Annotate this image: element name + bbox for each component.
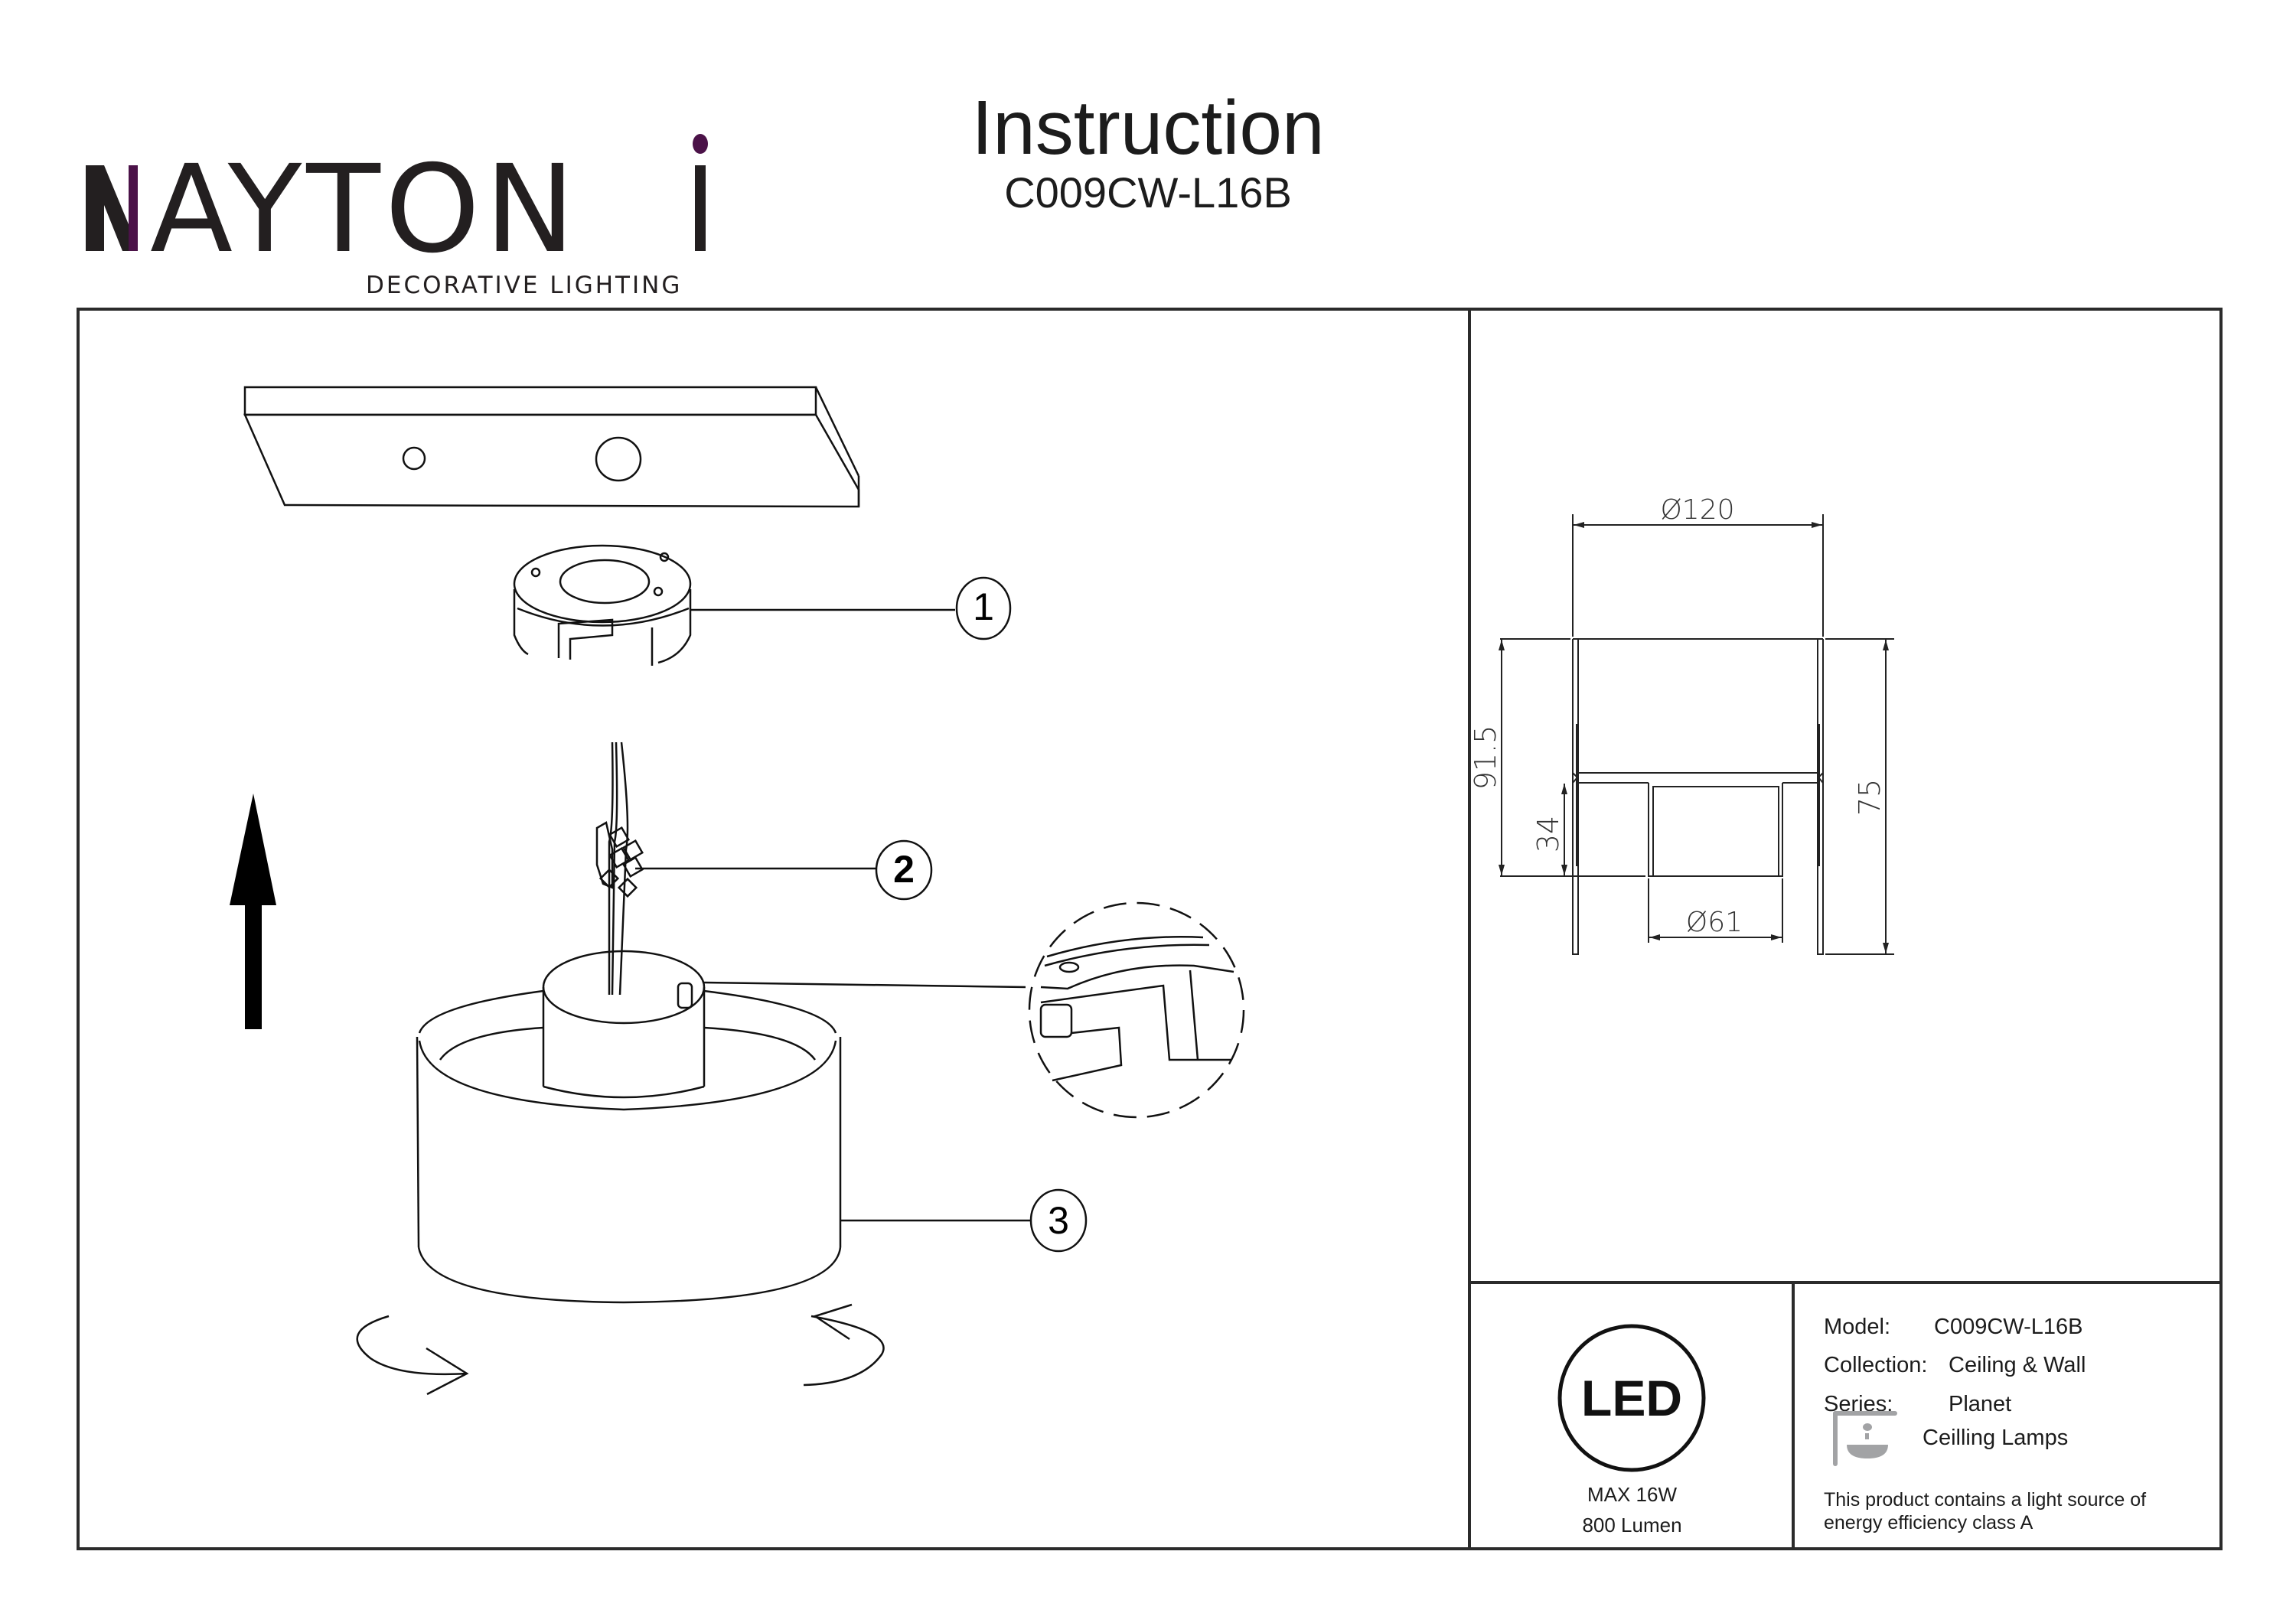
logo-letters: AYTON [150, 139, 579, 268]
led-badge-label: LED [1581, 1370, 1682, 1426]
led-power: MAX 16W [1587, 1483, 1678, 1506]
lamp-body [416, 950, 842, 1304]
callout-circle-2 [875, 839, 933, 901]
spec-collection-label: Collection: [1824, 1353, 1928, 1377]
shade-outline [1572, 638, 1824, 955]
frame-divider-horizontal [1468, 1281, 2219, 1284]
ceiling-lamp-icon [1833, 1411, 1897, 1466]
spec-collection-value: Ceiling & Wall [1949, 1353, 2086, 1377]
logo-dot [693, 134, 708, 154]
energy-note-line2: energy efficiency class A [1824, 1512, 2033, 1533]
logo-letter-m [86, 165, 130, 251]
dim-label-height-91-5: 91.5 [1469, 725, 1502, 790]
instruction-frame [77, 308, 2223, 1550]
wire-connector [595, 741, 644, 996]
dim-label-height-75: 75 [1853, 779, 1887, 816]
callout-number-2: 2 [893, 848, 915, 891]
frame-divider-vertical [1468, 308, 1471, 1547]
up-arrow-icon [230, 794, 276, 1029]
led-badge-icon: LED [1557, 1324, 1706, 1472]
dim-label-diameter-61: Ø61 [1686, 907, 1743, 938]
dim-line-diameter-61 [1648, 878, 1783, 943]
callout-circle-3 [1029, 1188, 1088, 1253]
dim-line-diameter-120 [1572, 514, 1824, 637]
brand-logo: AYTON DECORATIVE LIGHTING [77, 115, 712, 299]
dim-label-height-34: 34 [1531, 816, 1565, 852]
page-title: Instruction [971, 85, 1325, 171]
dim-label-diameter-120: Ø120 [1660, 494, 1734, 526]
callout-number-3: 3 [1048, 1199, 1069, 1242]
model-code: C009CW-L16B [1004, 168, 1292, 217]
dim-line-height-75 [1825, 638, 1894, 955]
ceiling-plate [243, 386, 860, 508]
info-divider [1792, 1281, 1795, 1547]
spec-model-label: Model: [1824, 1315, 1891, 1339]
dim-line-height-91-5 [1500, 638, 1645, 877]
spec-category: Ceilling Lamps [1923, 1426, 2069, 1450]
detail-leader [703, 981, 1026, 989]
callout-number-1: 1 [973, 585, 994, 628]
ceiling-hole [595, 436, 642, 482]
spec-model-value: C009CW-L16B [1934, 1315, 2083, 1339]
logo-letter-i [695, 165, 706, 251]
detail-magnifier [1028, 901, 1245, 1119]
mounting-bracket [513, 544, 692, 666]
led-lumen: 800 Lumen [1582, 1514, 1682, 1537]
rotate-arrows-icon [356, 1303, 885, 1396]
spec-series-value: Planet [1949, 1392, 2012, 1416]
logo-accent-bar [129, 165, 138, 251]
brand-tagline: DECORATIVE LIGHTING [366, 272, 683, 299]
base-outline [1648, 783, 1783, 877]
brand-wordmark: AYTON [86, 134, 708, 268]
energy-note-line1: This product contains a light source of [1824, 1489, 2147, 1511]
callout-circle-1 [955, 576, 1012, 640]
assembly-drawing: 1 2 3 [230, 386, 1245, 1396]
dimension-drawing: Ø120 Ø61 75 91.5 34 [1469, 494, 1894, 955]
